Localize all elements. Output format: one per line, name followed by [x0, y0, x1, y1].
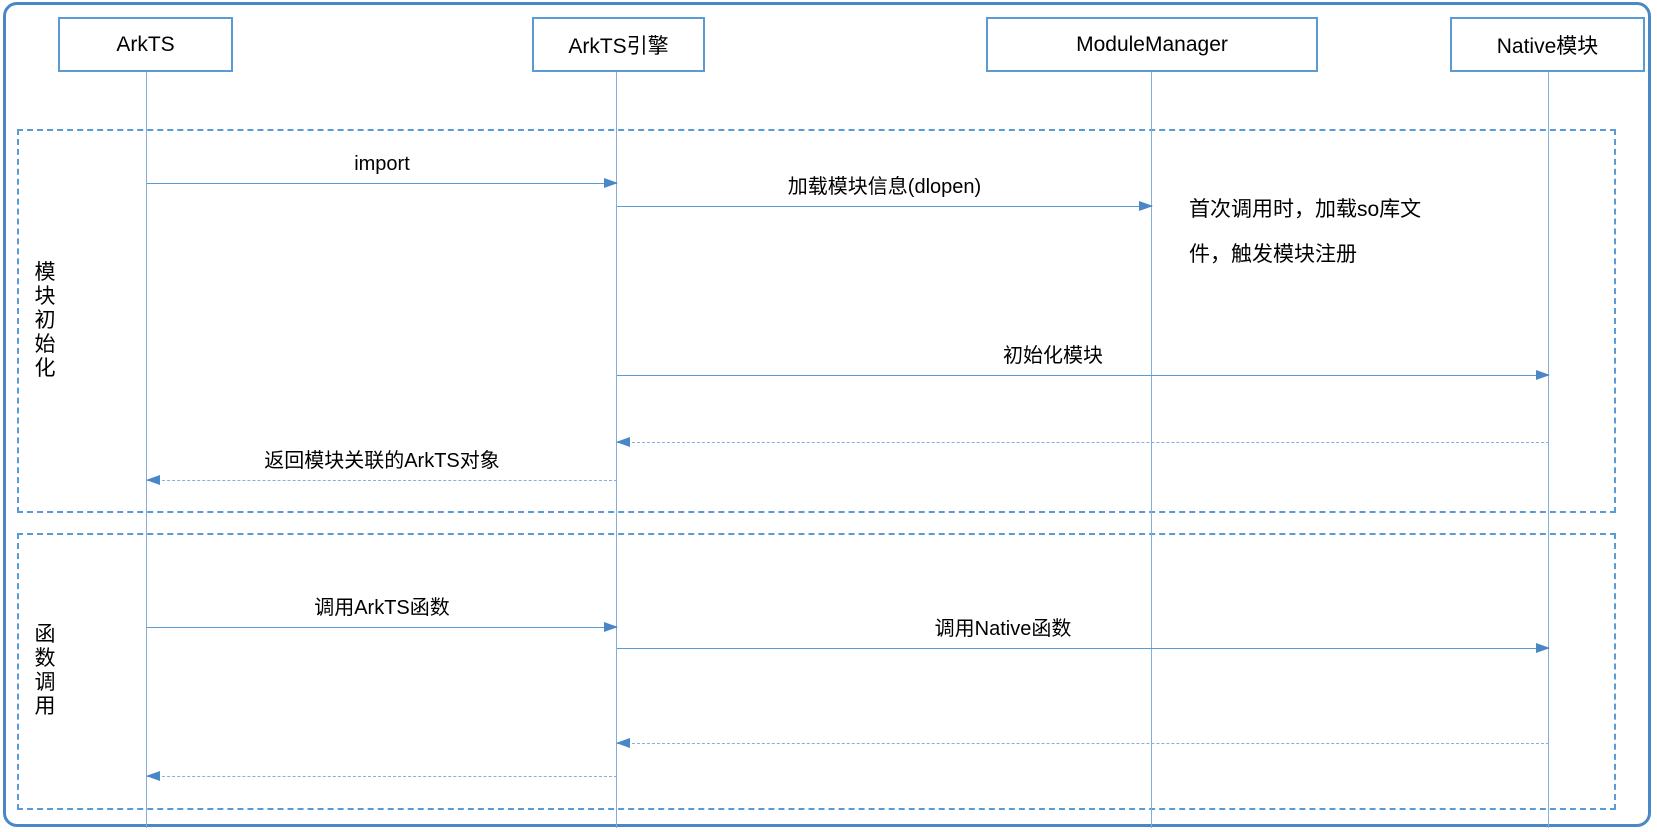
lifeline-arkts-engine [616, 72, 617, 828]
message-return-arkts-object-label: 返回模块关联的ArkTS对象 [264, 450, 500, 472]
actor-box-arkts: ArkTS [58, 17, 233, 72]
arrowhead [146, 475, 160, 485]
lifeline-modulemanager [1151, 72, 1152, 828]
fragment-module-init [17, 129, 1616, 513]
message-import-label: import [354, 153, 410, 175]
actor-box-modulemanager: ModuleManager [986, 17, 1318, 72]
fragment-label-function-call: 函数调用 [34, 623, 56, 718]
arrow-line [147, 627, 617, 628]
arrow-line [617, 206, 1152, 207]
message-call-arkts-function-label: 调用ArkTS函数 [314, 597, 450, 619]
message-load-module-info-label: 加载模块信息(dlopen) [787, 176, 982, 198]
diagram-border [3, 2, 1651, 827]
arrowhead [604, 622, 618, 632]
actor-label-arkts-engine: ArkTS引擎 [568, 34, 669, 58]
arrow-line [617, 375, 1549, 376]
lifeline-native-module [1548, 72, 1549, 828]
actor-box-native-module: Native模块 [1450, 17, 1645, 72]
arrow-line [147, 183, 617, 184]
actor-label-native-module: Native模块 [1496, 34, 1599, 58]
lifeline-arkts [146, 72, 147, 828]
arrow-line [617, 648, 1549, 649]
actor-label-arkts: ArkTS [116, 32, 175, 56]
arrowhead [616, 738, 630, 748]
arrowhead [1536, 370, 1550, 380]
arrow-line [147, 776, 617, 777]
actor-label-modulemanager: ModuleManager [1076, 32, 1228, 56]
actor-box-arkts-engine: ArkTS引擎 [532, 17, 705, 72]
message-init-module-label: 初始化模块 [1003, 345, 1103, 367]
arrowhead [1139, 201, 1153, 211]
arrowhead [1536, 643, 1550, 653]
arrowhead [146, 771, 160, 781]
fragment-label-module-init: 模块初始化 [34, 261, 56, 380]
message-call-native-function-label: 调用Native函数 [934, 618, 1072, 640]
note-first-call-load-so: 首次调用时，加载so库文件，触发模块注册 [1189, 198, 1422, 266]
arrowhead [616, 437, 630, 447]
arrow-line [147, 480, 617, 481]
arrow-line [617, 743, 1549, 744]
fragment-function-call [17, 533, 1616, 810]
arrowhead [604, 178, 618, 188]
arrow-line [617, 442, 1549, 443]
